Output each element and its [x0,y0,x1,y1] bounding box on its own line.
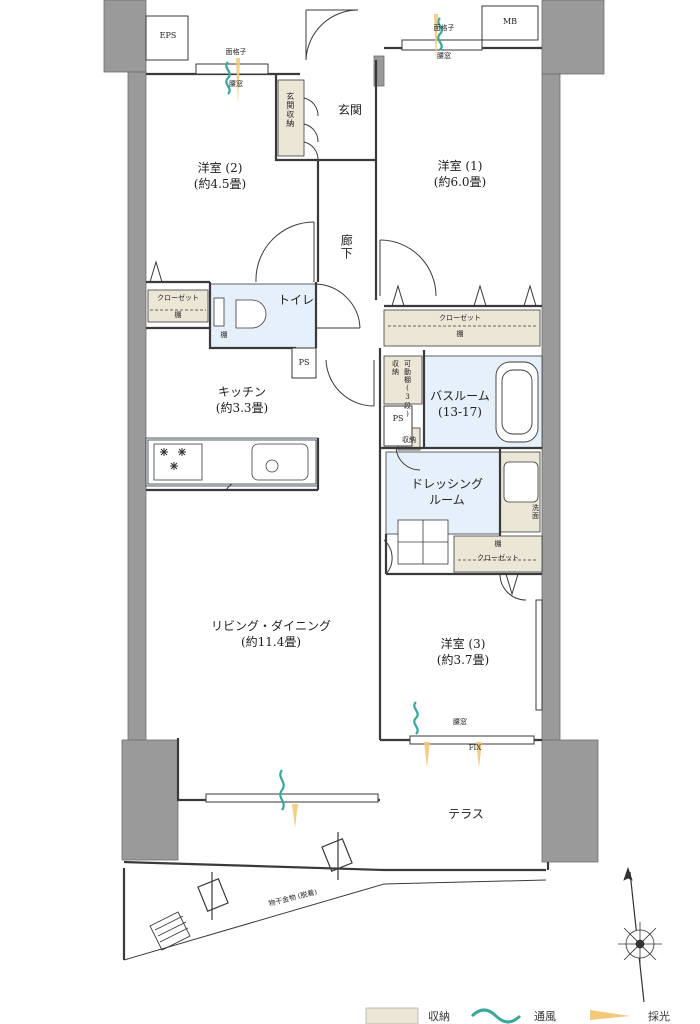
label-closet-dressing: クローゼット [477,554,519,562]
label-dressing-room: ドレッシング ルーム [402,476,492,508]
kitchen-area: (約3.3畳) [215,401,269,416]
washbasin [397,461,539,565]
compass-icon [618,866,662,1003]
terrace-rail [123,879,547,961]
label-toilet: トイレ [277,293,314,307]
toilet-fixture [213,297,267,329]
label-ps-2: PS [392,414,404,423]
label-fix: FIX [468,744,482,752]
kitchen-name: キッチン [217,385,266,399]
label-bathroom: バスルーム (13-17) [424,388,496,420]
bathroom-size: (13-17) [438,405,482,420]
western-room-1-name: 洋室 (1) [437,159,483,173]
label-closet-right: クローゼット [439,314,481,322]
western-room-3-name: 洋室 (3) [440,637,486,651]
structural-walls [103,0,605,863]
dressing-name-2: ルーム [429,493,465,508]
legend-daylight-label: 採光 [648,1010,670,1023]
terrace-stair [149,911,191,951]
label-kitchen: キッチン (約3.3畳) [204,384,280,416]
label-movable-storage: 収納 [391,360,400,376]
legend-ventilation-label: 通風 [534,1010,556,1023]
ps-boxes [291,347,413,447]
western-room-3-area: (約3.7畳) [436,653,490,668]
label-grille-left: 面格子 [225,48,247,56]
label-terrace: テラス [448,807,484,821]
laundry-poles [197,832,353,920]
closet-rails [150,309,538,561]
legend-storage-label: 収納 [428,1010,450,1023]
label-storage-small: 収納 [402,436,416,444]
ventilation-marks [225,17,443,811]
kitchen-counter [147,439,317,485]
label-shelf-toilet: 棚 [220,331,228,339]
western-room-2-name: 洋室 (2) [197,161,243,175]
label-western-room-3: 洋室 (3) (約3.7畳) [428,636,498,668]
label-entrance-storage: 玄関収納 [285,92,295,128]
western-room-2-area: (約4.5畳) [193,177,247,192]
label-western-room-1: 洋室 (1) (約6.0畳) [430,158,490,190]
label-grille-right: 面格子 [433,24,455,32]
label-waist-window-right: 腰窓 [437,52,451,60]
label-mb: MB [502,17,518,26]
daylight-marks [236,14,482,828]
bathroom-name: バスルーム [430,389,490,403]
living-name: リビング・ダイニング [210,619,331,633]
label-closet-left: クローゼット [157,294,199,302]
label-western-room-2: 洋室 (2) (約4.5畳) [190,160,250,192]
legend-swatches [365,1007,630,1024]
stove-burners-icon [160,448,186,470]
doors [225,9,527,601]
label-hallway: 廊下 [339,234,354,260]
label-waist-window-left: 腰窓 [229,80,243,88]
label-mirror: 洗面 [531,504,540,520]
dressing-name-1: ドレッシング [410,477,483,491]
label-shelf-left: 棚 [174,311,182,319]
label-eps: EPS [159,31,177,40]
label-entrance: 玄関 [337,103,362,117]
western-room-1-area: (約6.0畳) [433,175,487,190]
label-ps-1: PS [298,358,310,367]
eps-mb-boxes [145,5,539,61]
label-living-dining: リビング・ダイニング (約11.4畳) [196,618,346,650]
closet-door-marks [149,260,537,596]
label-shelf-dressing: 棚 [494,540,502,548]
label-waist-window-bottom: 腰窓 [453,718,467,726]
label-shelf-right: 棚 [456,330,464,338]
bathtub [495,361,539,443]
living-area: (約11.4畳) [240,635,302,650]
label-movable-shelf: 可動棚(3段) [403,360,412,419]
